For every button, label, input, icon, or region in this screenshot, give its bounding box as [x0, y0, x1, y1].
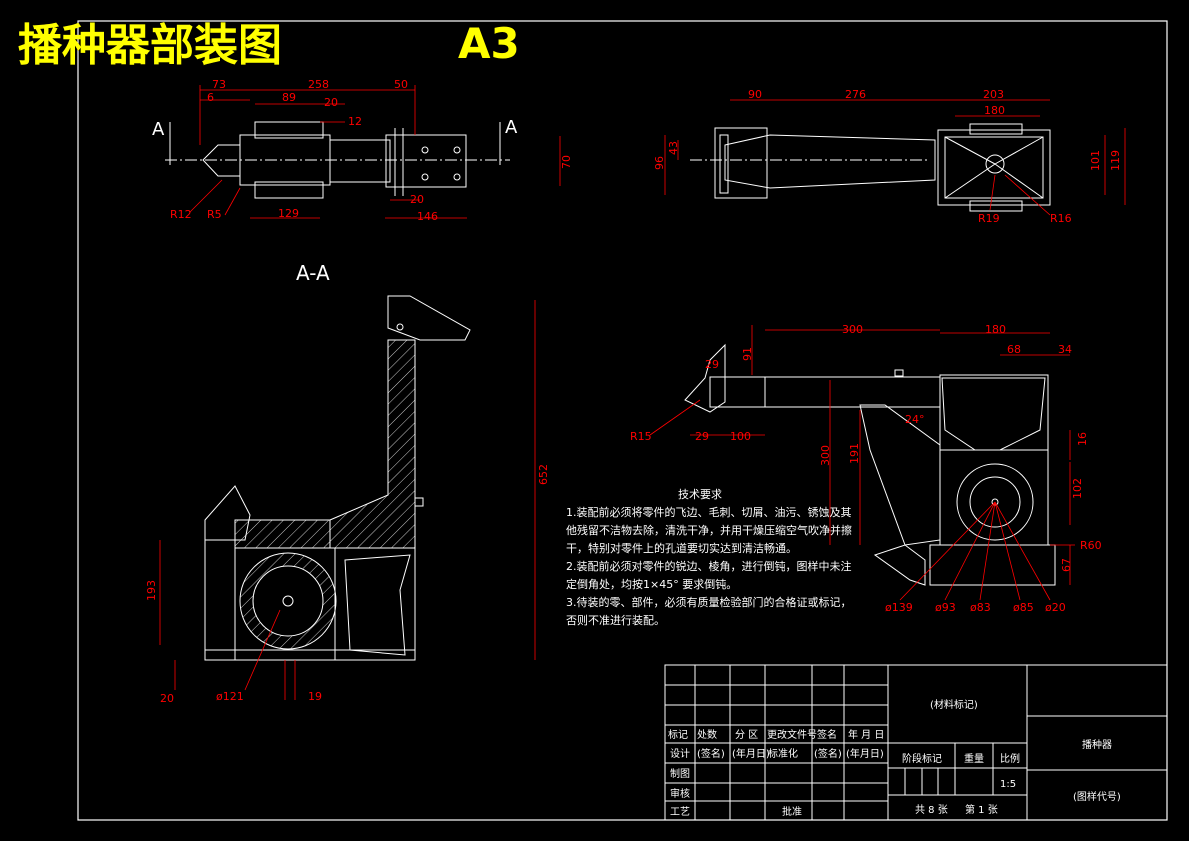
- tb-header-signature: 签名: [817, 728, 837, 741]
- tb-header-change-doc: 更改文件号: [767, 728, 817, 741]
- dim-193: 193: [145, 580, 158, 601]
- section-view: [204, 295, 471, 661]
- tb-header-zone: 分 区: [735, 729, 758, 741]
- tb-standardize-date: (年月日): [846, 747, 884, 760]
- tb-weight: 重量: [964, 752, 984, 765]
- drawing-title: 播种器部装图: [18, 20, 282, 71]
- dim-29b: 29: [695, 430, 709, 443]
- dim-73: 73: [212, 78, 226, 91]
- dim-20b: 20: [410, 193, 424, 206]
- dim-phi85: ø85: [1013, 601, 1034, 614]
- dim-16: 16: [1076, 432, 1089, 446]
- dim-19: 19: [308, 690, 322, 703]
- section-mark-right: A: [505, 117, 518, 138]
- tb-scale-label: 比例: [1000, 752, 1020, 765]
- tb-approve: 批准: [782, 805, 802, 818]
- plan-view-dimensions: [189, 85, 561, 219]
- dim-r12: R12: [170, 208, 192, 221]
- dim-89: 89: [282, 91, 296, 104]
- tech-line-7: 否则不准进行装配。: [566, 614, 665, 627]
- dim-r15: R15: [630, 430, 652, 443]
- dim-r5: R5: [207, 208, 222, 221]
- tech-line-1: 1.装配前必须将零件的飞边、毛刺、切屑、油污、锈蚀及其: [566, 505, 852, 519]
- dim-70: 70: [560, 155, 573, 169]
- dim-121: ø121: [216, 690, 244, 703]
- tb-material: (材料标记): [930, 698, 978, 711]
- tb-design-date: (年月日): [732, 747, 770, 760]
- side-view: [684, 343, 1056, 586]
- dim-20a: 20: [324, 96, 338, 109]
- tech-requirements-title: 技术要求: [678, 488, 722, 501]
- drawing-frame: [77, 20, 1168, 821]
- tb-sheets-total: 共 8 张: [915, 804, 948, 816]
- dim-191: 191: [848, 443, 861, 464]
- side-view-dimensions: [649, 325, 1075, 601]
- dim-67: 67: [1060, 558, 1073, 572]
- title-block: [664, 664, 1168, 821]
- tb-drawing-no: (图样代号): [1073, 790, 1121, 803]
- dim-phi93: ø93: [935, 601, 956, 614]
- tb-stage-mark: 阶段标记: [902, 752, 942, 765]
- section-mark-left: A: [152, 119, 165, 140]
- tech-line-2: 他残留不洁物去除，清洗干净，并用干燥压缩空气吹净并擦: [566, 523, 852, 537]
- dim-phi20: ø20: [1045, 601, 1066, 614]
- dim-96: 96: [653, 156, 666, 170]
- tech-line-3: 干，特别对零件上的孔道要切实达到清洁畅通。: [566, 541, 797, 555]
- dim-r16: R16: [1050, 212, 1072, 225]
- tb-header-count: 处数: [697, 728, 717, 741]
- tb-standardize-sign: (签名): [814, 747, 842, 760]
- tb-scale-value: 1:5: [1000, 779, 1016, 790]
- dim-300b: 300: [819, 445, 832, 466]
- dim-phi139: ø139: [885, 601, 913, 614]
- dim-91: 91: [741, 347, 754, 361]
- dim-119: 119: [1109, 150, 1122, 171]
- dim-50: 50: [394, 78, 408, 91]
- dim-300a: 300: [842, 323, 863, 336]
- tech-line-6: 3.待装的零、部件，必须有质量检验部门的合格证或标记，: [566, 595, 852, 609]
- dim-29a: 29: [705, 358, 719, 371]
- dim-180b: 180: [985, 323, 1006, 336]
- dim-258: 258: [308, 78, 329, 91]
- tb-header-mark: 标记: [668, 729, 688, 741]
- right-view-dimensions: [664, 99, 1126, 216]
- dim-203: 203: [983, 88, 1004, 101]
- dim-12: 12: [348, 115, 362, 128]
- dim-129: 129: [278, 207, 299, 220]
- dim-276: 276: [845, 88, 866, 101]
- dim-180: 180: [984, 104, 1005, 117]
- tech-line-5: 定倒角处，均按1×45° 要求倒钝。: [566, 577, 737, 591]
- dim-102: 102: [1071, 478, 1084, 499]
- plan-view-right: [690, 123, 1051, 212]
- tech-line-4: 2.装配前必须对零件的锐边、棱角，进行倒钝，图样中未注: [566, 559, 852, 573]
- tb-process: 工艺: [670, 806, 690, 818]
- tb-check: 审核: [670, 787, 690, 800]
- dim-146: 146: [417, 210, 438, 223]
- dim-phi83: ø83: [970, 601, 991, 614]
- dim-r60: R60: [1080, 539, 1102, 552]
- dim-68: 68: [1007, 343, 1021, 356]
- plan-view-left: [165, 121, 510, 199]
- dim-652: 652: [537, 464, 550, 485]
- tb-sheet-no: 第 1 张: [965, 803, 998, 816]
- section-dimensions: [159, 300, 536, 700]
- tb-design-sign: (签名): [697, 747, 725, 760]
- dim-100: 100: [730, 430, 751, 443]
- dim-6: 6: [207, 91, 214, 104]
- sheet-size-label: A3: [458, 19, 520, 68]
- tb-draw: 制图: [670, 767, 690, 780]
- tb-design: 设计: [670, 747, 690, 760]
- dim-20: 20: [160, 692, 174, 705]
- dim-90: 90: [748, 88, 762, 101]
- dim-angle-24: 24°: [905, 413, 925, 426]
- dim-101: 101: [1089, 150, 1102, 171]
- tb-part-name: 播种器: [1082, 738, 1112, 751]
- tb-header-date: 年 月 日: [848, 728, 884, 741]
- dim-r19: R19: [978, 212, 1000, 225]
- dim-43: 43: [667, 141, 680, 155]
- tb-standardize: 标准化: [768, 747, 798, 760]
- dim-34: 34: [1058, 343, 1072, 356]
- section-title: A-A: [296, 261, 330, 285]
